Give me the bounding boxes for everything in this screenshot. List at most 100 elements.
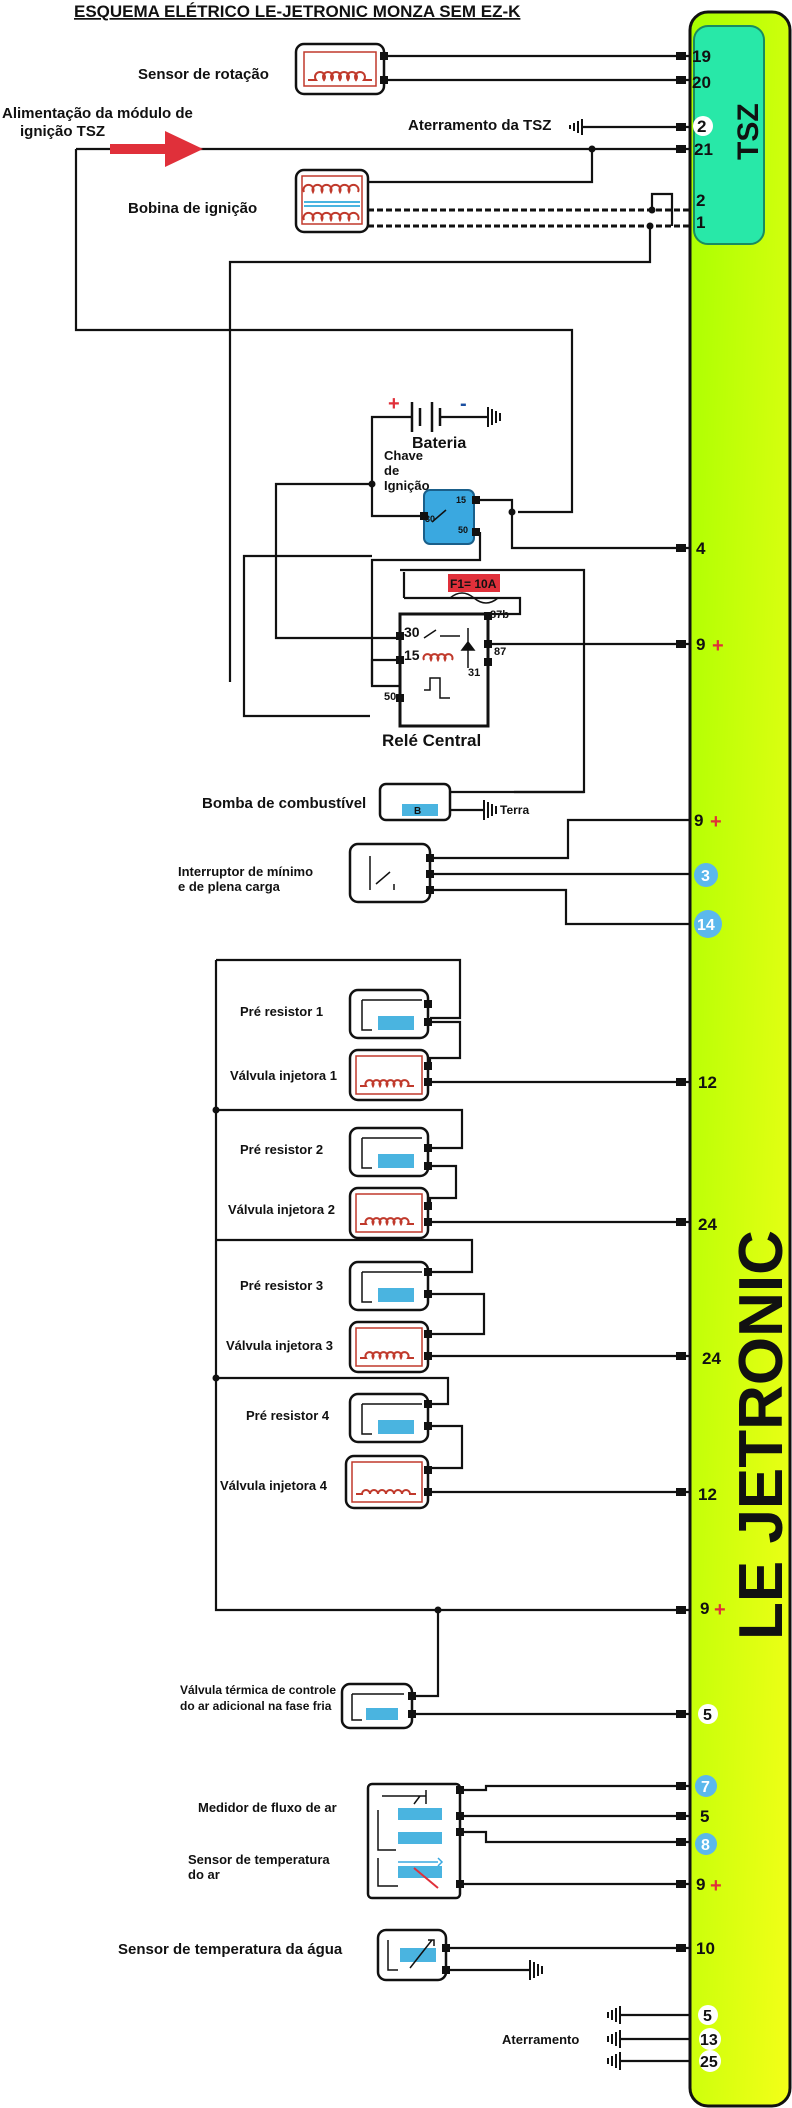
switch-blade xyxy=(431,509,447,523)
injector-1-coil-frame xyxy=(355,1055,423,1095)
water-temp-sensor-element xyxy=(400,1948,436,1962)
pin-8-badge xyxy=(695,1833,717,1855)
pre-resistor-4-element xyxy=(378,1420,414,1434)
resistor-frame xyxy=(361,1271,422,1303)
pin-9d: 9 xyxy=(696,1875,705,1894)
fuse-box xyxy=(448,574,500,592)
water-sensor-ground-icon xyxy=(529,1960,543,1980)
relay-pin-15: 15 xyxy=(404,647,420,663)
pin-7: 7 xyxy=(701,1779,710,1796)
terminal xyxy=(676,1880,686,1888)
pre-resistor-3-label: Pré resistor 3 xyxy=(240,1278,323,1293)
relay-pin-31: 31 xyxy=(468,667,480,679)
pin-2b: 2 xyxy=(696,191,705,210)
pin-9b: 9 xyxy=(694,811,703,830)
wire-bus-g2 xyxy=(216,1108,464,1150)
sensor-rotacao-coil-frame xyxy=(303,51,377,87)
pin-2a: 2 xyxy=(697,117,706,136)
pin-8: 8 xyxy=(701,1837,710,1854)
ground-icon-13 xyxy=(607,2030,621,2048)
terminal xyxy=(396,632,404,640)
terminal xyxy=(676,640,686,648)
fuel-pump-motor xyxy=(402,804,438,816)
terra-label: Terra xyxy=(500,803,529,817)
wire-tsz-relay-30 xyxy=(274,482,400,640)
relay-timer-icon xyxy=(424,677,450,699)
water-sensor-frame xyxy=(387,1940,398,1971)
valvula-termica-label-line1: Válvula térmica de controle xyxy=(180,1683,336,1697)
pre-resistor-3-element xyxy=(378,1288,414,1302)
ntc-arrow-icon xyxy=(413,1867,439,1889)
bobina-primary-coil-icon xyxy=(302,183,360,195)
relay-pin-50: 50 xyxy=(384,691,396,703)
pin-24a: 24 xyxy=(698,1215,717,1234)
relay-pin-30: 30 xyxy=(404,624,420,640)
junction xyxy=(646,222,654,230)
relay-contact xyxy=(423,629,460,639)
junction xyxy=(434,1606,442,1614)
injector-2-coil-frame xyxy=(355,1193,423,1233)
battery-icon xyxy=(410,402,442,432)
interruptor-label-line1: Interruptor de mínimo xyxy=(178,864,313,879)
injector-1-coil-icon xyxy=(360,1079,414,1089)
tsz-label: TSZ xyxy=(732,103,765,160)
switch-pin-15: 15 xyxy=(456,495,466,505)
valvula-injetora-3-label: Válvula injetora 3 xyxy=(226,1338,333,1353)
pin-4: 4 xyxy=(696,539,706,558)
termica-frame xyxy=(351,1693,404,1721)
relay-pin-87b: 87b xyxy=(490,609,509,621)
wire-left-bus xyxy=(242,554,372,718)
junction xyxy=(508,508,516,516)
junction xyxy=(648,206,656,214)
terminal xyxy=(424,1144,432,1152)
terminal xyxy=(408,1692,416,1700)
pre-resistor-4-label: Pré resistor 4 xyxy=(246,1408,330,1423)
wire-pr2-vi2 xyxy=(428,1164,458,1204)
alimentacao-label-line2: ignição TSZ xyxy=(20,123,105,140)
wire-pr4-vi4 xyxy=(430,1424,464,1470)
wire-termica-up xyxy=(414,1610,440,1698)
terminal xyxy=(676,145,686,153)
terminal xyxy=(676,1710,686,1718)
terminal xyxy=(676,1606,686,1614)
alimentacao-label-line1: Alimentação da módulo de xyxy=(2,105,193,122)
wire-medidor-8 xyxy=(462,1830,690,1844)
wire-medidor-7 xyxy=(462,1784,690,1792)
pin-24b: 24 xyxy=(702,1349,721,1368)
terminal xyxy=(676,1944,686,1952)
tsz-module xyxy=(693,25,765,245)
wire-alimentacao-loop xyxy=(74,149,574,514)
pin-9b-plus: + xyxy=(710,811,722,833)
interruptor-box xyxy=(348,842,432,904)
wire-switch-50 xyxy=(370,532,482,688)
bomba-label: Bomba de combustível xyxy=(202,795,366,812)
terminal xyxy=(472,496,480,504)
chave-label-line3: Ignição xyxy=(384,478,430,493)
pin-7-badge xyxy=(695,1775,717,1797)
terminal xyxy=(676,76,686,84)
terminal xyxy=(424,1268,432,1276)
injector-4-coil-icon xyxy=(356,1489,416,1495)
terminal xyxy=(424,1202,432,1210)
flow-meter-element-1 xyxy=(398,1808,442,1820)
terminal xyxy=(426,886,434,894)
terminal xyxy=(426,854,434,862)
pin-13: 13 xyxy=(700,2032,718,2049)
valvula-injetora-1-box xyxy=(348,1048,430,1102)
ground-icon-5 xyxy=(607,2006,621,2024)
terminal xyxy=(424,1466,432,1474)
injector-3-coil-frame xyxy=(355,1327,423,1367)
wire-interruptor-14 xyxy=(430,888,690,926)
sensor-rotacao-coil-icon xyxy=(308,71,372,82)
flow-meter-frame xyxy=(377,1810,396,1851)
switch-pin-50: 50 xyxy=(458,525,468,535)
terminal xyxy=(424,1488,432,1496)
switch-pin-30: 30 xyxy=(425,514,435,524)
pin-5c: 5 xyxy=(703,2008,712,2025)
bateria-label: Bateria xyxy=(412,435,466,452)
terminal xyxy=(456,1812,464,1820)
terminal xyxy=(676,123,686,131)
valvula-termica-element xyxy=(366,1708,398,1720)
bobina-secondary-coil-icon xyxy=(302,211,360,223)
